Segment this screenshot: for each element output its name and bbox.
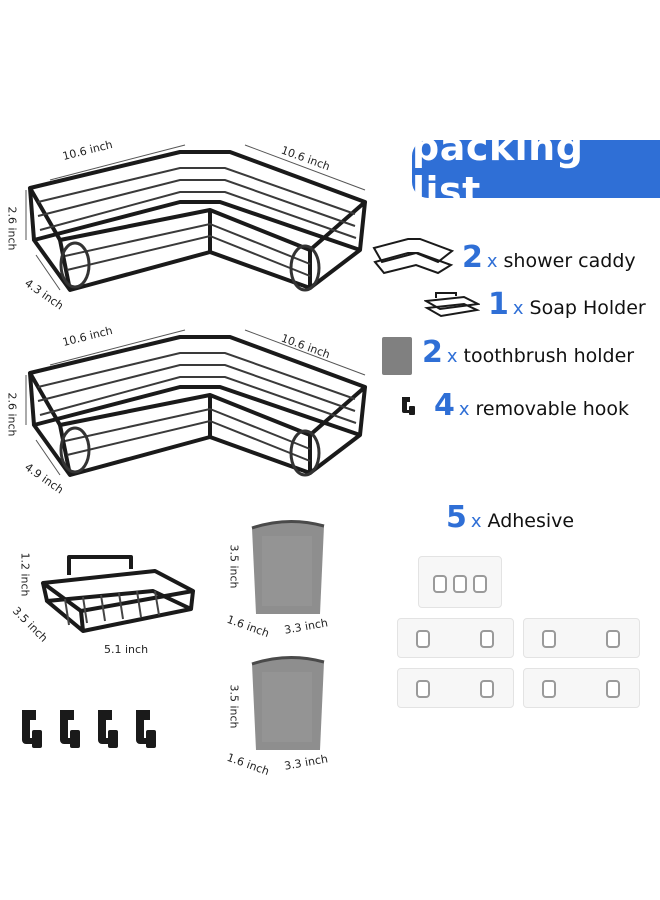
item-soap-holder: 1 x Soap Holder bbox=[488, 287, 646, 322]
cup2-depth: 1.6 inch bbox=[225, 750, 271, 779]
name-toothbrush-holder: toothbrush holder bbox=[463, 345, 635, 367]
pad-hook-icon bbox=[416, 680, 430, 698]
pad-hook-icon bbox=[473, 575, 487, 593]
shower-caddy-thumb bbox=[372, 238, 454, 275]
cup2-height: 3.5 inch bbox=[227, 684, 241, 729]
toothbrush-holder-thumb bbox=[382, 337, 412, 375]
soap-holder-thumb bbox=[424, 292, 480, 318]
shower-caddy-image-bottom bbox=[25, 329, 367, 477]
qty-removable-hook: 4 bbox=[434, 388, 455, 423]
pad-hook-icon bbox=[606, 680, 620, 698]
pad-hook-icon bbox=[453, 575, 467, 593]
item-adhesive: 5 x Adhesive bbox=[446, 500, 574, 535]
pad-hook-icon bbox=[542, 680, 556, 698]
removable-hook-thumb bbox=[402, 397, 415, 415]
name-adhesive: Adhesive bbox=[487, 510, 575, 532]
times-sign: x bbox=[512, 298, 524, 319]
caddy1-height: 2.6 inch bbox=[5, 206, 19, 251]
adhesive-pad bbox=[397, 618, 514, 658]
toothbrush-holder-image-top bbox=[251, 519, 325, 614]
item-removable-hook: 4 x removable hook bbox=[434, 388, 629, 423]
name-shower-caddy: shower caddy bbox=[503, 250, 636, 272]
name-removable-hook: removable hook bbox=[475, 398, 629, 420]
soap-height: 1.2 inch bbox=[18, 552, 32, 597]
cup1-width: 3.3 inch bbox=[283, 616, 329, 637]
times-sign: x bbox=[458, 399, 470, 420]
name-soap-holder: Soap Holder bbox=[529, 297, 646, 319]
shower-caddy-image-top bbox=[25, 144, 367, 292]
pad-hook-icon bbox=[542, 630, 556, 648]
item-toothbrush-holder: 2 x toothbrush holder bbox=[422, 335, 634, 370]
soap-holder-image bbox=[41, 555, 195, 633]
adhesive-pad bbox=[523, 618, 640, 658]
soap-width: 5.1 inch bbox=[104, 643, 149, 656]
qty-shower-caddy: 2 bbox=[462, 240, 483, 275]
pad-hook-icon bbox=[433, 575, 447, 593]
removable-hooks-image bbox=[22, 710, 156, 748]
item-shower-caddy: 2 x shower caddy bbox=[462, 240, 636, 275]
pad-hook-icon bbox=[416, 630, 430, 648]
qty-soap-holder: 1 bbox=[488, 287, 509, 322]
caddy2-height: 2.6 inch bbox=[5, 392, 19, 437]
qty-adhesive: 5 bbox=[446, 500, 467, 535]
packing-list-title: packing list bbox=[412, 125, 660, 213]
adhesive-pad-square bbox=[418, 556, 502, 608]
qty-toothbrush-holder: 2 bbox=[422, 335, 443, 370]
toothbrush-holder-image-bottom bbox=[251, 655, 325, 750]
adhesive-pad bbox=[523, 668, 640, 708]
cup1-height: 3.5 inch bbox=[227, 544, 241, 589]
pad-hook-icon bbox=[480, 630, 494, 648]
times-sign: x bbox=[470, 511, 482, 532]
times-sign: x bbox=[486, 251, 498, 272]
pad-hook-icon bbox=[480, 680, 494, 698]
pad-hook-icon bbox=[606, 630, 620, 648]
cup2-width: 3.3 inch bbox=[283, 752, 329, 773]
adhesive-pad bbox=[397, 668, 514, 708]
times-sign: x bbox=[446, 346, 458, 367]
